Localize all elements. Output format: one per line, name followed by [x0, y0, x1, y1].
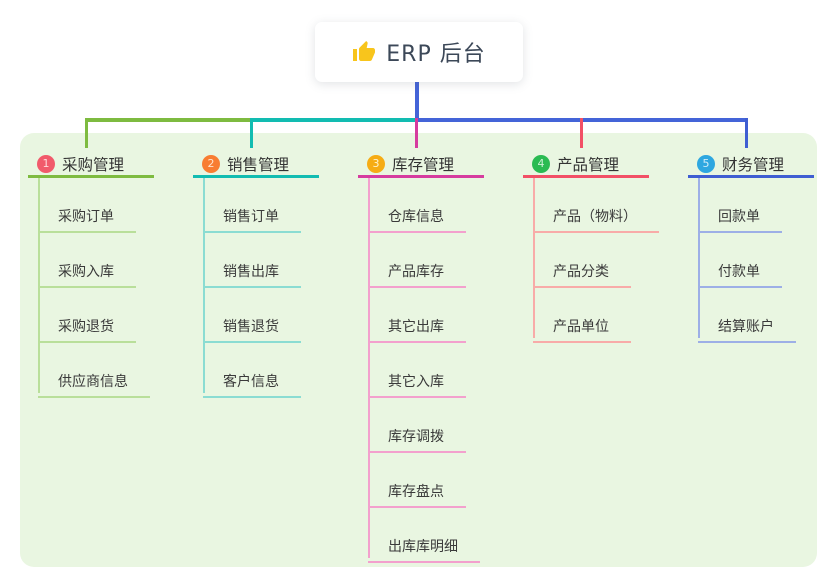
priority-badge: 3 [367, 154, 385, 173]
branch-node-1[interactable]: 1 采购管理 [28, 152, 154, 178]
branch-node-5[interactable]: 5 财务管理 [688, 152, 814, 178]
child-node-label: 回款单 [718, 209, 760, 225]
child-node-label: 其它出库 [388, 319, 444, 335]
child-node-label: 出库库明细 [388, 539, 458, 555]
child-node[interactable]: 产品库存 [368, 255, 466, 288]
child-node[interactable]: 出库库明细 [368, 530, 480, 563]
child-node[interactable]: 采购订单 [38, 200, 136, 233]
branch-title-label: 库存管理 [392, 155, 455, 174]
branch-title-label: 销售管理 [227, 155, 290, 174]
child-node[interactable]: 回款单 [698, 200, 782, 233]
child-node[interactable]: 产品分类 [533, 255, 631, 288]
branches-background-panel [20, 133, 817, 567]
branch-trunk-line [203, 178, 205, 393]
child-node[interactable]: 产品（物料） [533, 200, 659, 233]
child-node[interactable]: 销售订单 [203, 200, 301, 233]
child-node-label: 采购入库 [58, 264, 114, 280]
priority-badge: 1 [37, 154, 55, 173]
child-node[interactable]: 采购入库 [38, 255, 136, 288]
child-node[interactable]: 采购退货 [38, 310, 136, 343]
child-node-label: 库存盘点 [388, 484, 444, 500]
child-node-label: 采购退货 [58, 319, 114, 335]
branch-trunk-line [368, 178, 370, 558]
child-node-label: 供应商信息 [58, 374, 128, 390]
connector-bar-segment-2 [249, 118, 415, 122]
child-node-label: 仓库信息 [388, 209, 444, 225]
priority-badge: 2 [202, 154, 220, 173]
connector-root-stem [415, 82, 419, 118]
branch-trunk-line [38, 178, 40, 393]
priority-badge: 4 [532, 154, 550, 173]
child-node-label: 产品分类 [553, 264, 609, 280]
child-node[interactable]: 客户信息 [203, 365, 301, 398]
child-node[interactable]: 其它入库 [368, 365, 466, 398]
root-node[interactable]: ERP 后台 [315, 22, 523, 82]
branch-drop-line [84, 118, 88, 148]
child-node-label: 产品单位 [553, 319, 609, 335]
priority-badge: 5 [697, 154, 715, 173]
child-node-label: 销售订单 [223, 209, 279, 225]
thumbs-up-icon [352, 40, 376, 64]
child-node[interactable]: 供应商信息 [38, 365, 150, 398]
branch-title-label: 财务管理 [722, 155, 785, 174]
branch-drop-line [249, 118, 253, 148]
child-node[interactable]: 产品单位 [533, 310, 631, 343]
branch-drop-line [744, 118, 748, 148]
child-node[interactable]: 结算账户 [698, 310, 796, 343]
child-node[interactable]: 仓库信息 [368, 200, 466, 233]
branch-drop-line [414, 118, 418, 148]
connector-bar-segment-1 [84, 118, 250, 122]
child-node-label: 销售退货 [223, 319, 279, 335]
child-node-label: 结算账户 [718, 319, 774, 335]
child-node-label: 采购订单 [58, 209, 114, 225]
branch-trunk-line [533, 178, 535, 338]
child-node-label: 库存调拨 [388, 429, 444, 445]
child-node-label: 产品（物料） [553, 209, 637, 225]
child-node[interactable]: 销售退货 [203, 310, 301, 343]
child-node-label: 客户信息 [223, 374, 279, 390]
child-node[interactable]: 库存盘点 [368, 475, 466, 508]
branch-trunk-line [698, 178, 700, 338]
branch-node-3[interactable]: 3 库存管理 [358, 152, 484, 178]
branch-title-label: 产品管理 [557, 155, 620, 174]
child-node-label: 销售出库 [223, 264, 279, 280]
branch-node-4[interactable]: 4 产品管理 [523, 152, 649, 178]
branch-title-label: 采购管理 [62, 155, 125, 174]
branch-drop-line [579, 118, 583, 148]
child-node[interactable]: 其它出库 [368, 310, 466, 343]
child-node[interactable]: 库存调拨 [368, 420, 466, 453]
root-title: ERP 后台 [386, 42, 486, 67]
child-node[interactable]: 付款单 [698, 255, 782, 288]
child-node-label: 产品库存 [388, 264, 444, 280]
child-node-label: 其它入库 [388, 374, 444, 390]
child-node-label: 付款单 [718, 264, 760, 280]
child-node[interactable]: 销售出库 [203, 255, 301, 288]
branch-node-2[interactable]: 2 销售管理 [193, 152, 319, 178]
